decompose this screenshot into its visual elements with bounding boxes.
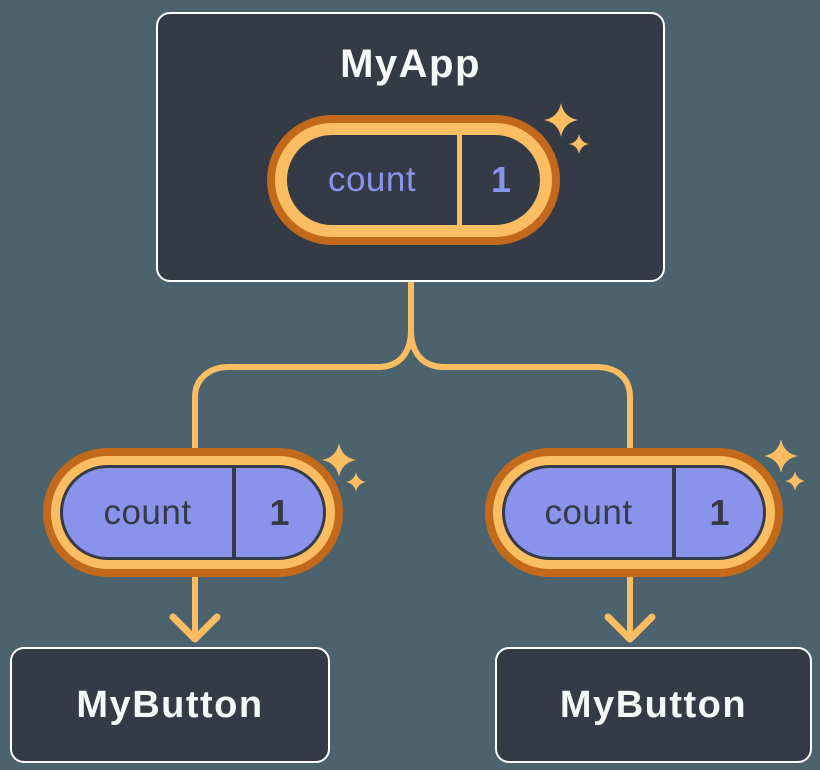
prop-value: 1 — [269, 491, 290, 533]
state-value: 1 — [490, 159, 512, 200]
pill-divider — [457, 135, 462, 225]
prop-pill-inner: count 1 — [502, 465, 766, 560]
component-node-myapp: MyApp count 1 — [156, 12, 665, 282]
state-pill: count 1 — [275, 123, 552, 237]
component-node-mybutton-right: MyButton — [495, 647, 812, 763]
pill-divider — [232, 468, 236, 557]
component-title: MyButton — [559, 683, 748, 726]
down-arrow-left-icon — [169, 613, 221, 643]
prop-name: count — [544, 492, 633, 532]
component-title: MyButton — [76, 683, 264, 726]
state-name: count — [327, 160, 417, 199]
prop-pill-right: count 1 — [493, 456, 775, 569]
prop-pill-left: count 1 — [51, 456, 335, 569]
branch-connector-line — [192, 280, 633, 463]
component-title: MyApp — [340, 42, 481, 86]
prop-name: count — [103, 492, 192, 532]
prop-value: 1 — [709, 491, 730, 533]
prop-pill-inner: count 1 — [60, 465, 326, 560]
down-arrow-right-icon — [604, 613, 656, 643]
component-node-mybutton-left: MyButton — [10, 647, 330, 763]
pill-divider — [672, 468, 676, 557]
